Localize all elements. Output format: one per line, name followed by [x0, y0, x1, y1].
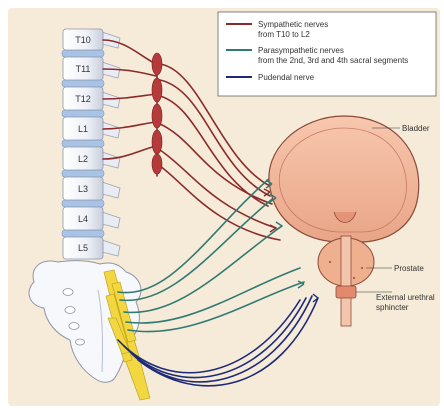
vertebra-label-l5: L5 — [78, 243, 88, 253]
vertebra-label-t11: T11 — [76, 64, 91, 74]
legend-sympathetic-line1: Sympathetic nerves — [258, 20, 328, 29]
label-sphincter-line2: sphincter — [376, 303, 409, 312]
vertebra-label-l4: L4 — [78, 214, 88, 224]
legend: Sympathetic nerves from T10 to L2 Parasy… — [218, 12, 436, 96]
label-sphincter-line1: External urethral — [376, 293, 435, 302]
vertebra-label-l2: L2 — [78, 154, 88, 164]
vertebra-label-l3: L3 — [78, 184, 88, 194]
vertebra-label-t10: T10 — [75, 35, 91, 45]
external-urethral-sphincter — [336, 286, 356, 298]
vertebra-label-t12: T12 — [75, 94, 91, 104]
label-prostate: Prostate — [394, 264, 424, 273]
bladder — [269, 116, 419, 242]
label-bladder: Bladder — [402, 124, 430, 133]
legend-pudendal-line1: Pudendal nerve — [258, 73, 315, 82]
legend-sympathetic-line2: from T10 to L2 — [258, 30, 310, 39]
legend-parasympathetic-line1: Parasympathetic nerves — [258, 46, 344, 55]
legend-parasympathetic-line2: from the 2nd, 3rd and 4th sacral segment… — [258, 56, 408, 65]
vertebra-label-l1: L1 — [78, 124, 88, 134]
